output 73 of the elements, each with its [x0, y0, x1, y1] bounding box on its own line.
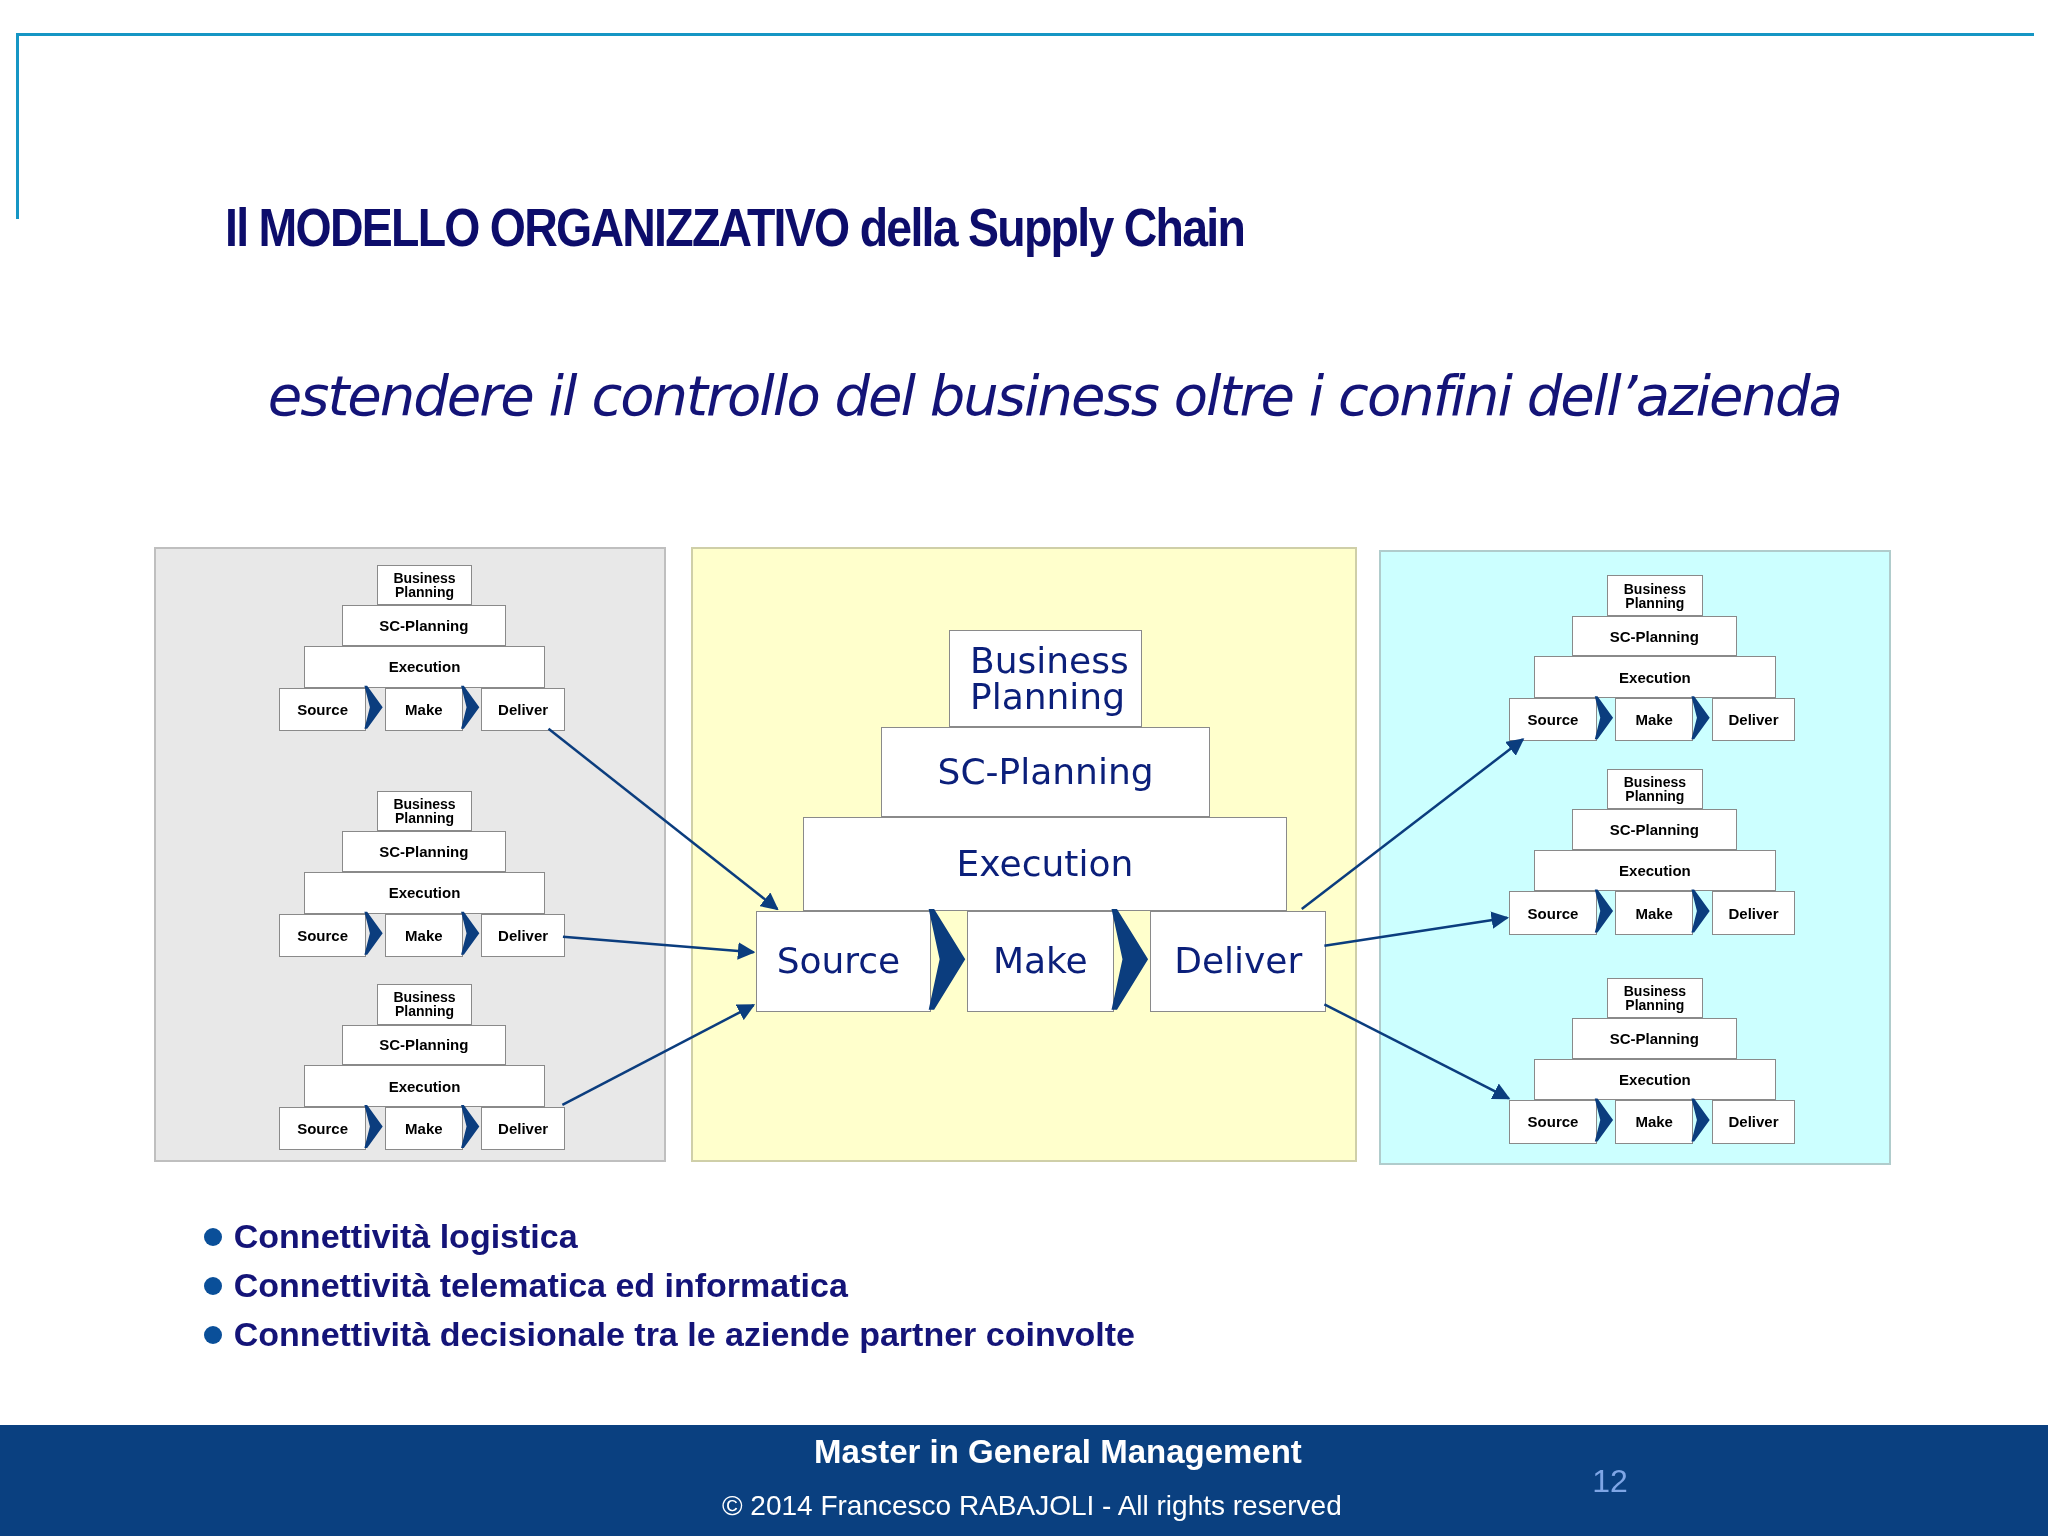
- planning-box: Business Planning: [376, 790, 473, 832]
- level-box: Execution: [303, 645, 546, 688]
- process-box: Make: [384, 913, 464, 957]
- planning-box: Business Planning: [1607, 977, 1703, 1019]
- process-box: Deliver: [481, 687, 565, 731]
- process-box: Deliver: [481, 913, 565, 957]
- bullet-text: Connettività logistica: [233, 1216, 578, 1256]
- chevron-arrow: [1594, 1098, 1614, 1142]
- process-box: Source: [278, 1106, 367, 1151]
- planning-box: Business Planning: [1607, 575, 1703, 616]
- process-box: Source: [278, 687, 367, 731]
- arrow: [561, 1003, 756, 1107]
- process-box: Deliver: [1711, 698, 1796, 742]
- process-box: Make: [1615, 1100, 1694, 1144]
- bullet-text: Connettività telematica ed informatica: [233, 1265, 848, 1305]
- chevron-arrow: [364, 685, 383, 729]
- planning-box: Business Planning: [376, 564, 473, 606]
- chevron-arrow: [928, 909, 966, 1010]
- arrow: [562, 935, 756, 960]
- chevron-arrow: [1594, 889, 1614, 933]
- panel-background: [690, 547, 1358, 1163]
- process-box: Make: [1615, 891, 1694, 935]
- process-box: Source: [1509, 891, 1597, 935]
- arrow: [547, 727, 779, 911]
- level-box: SC-Planning: [1571, 809, 1737, 850]
- process-box: Make: [967, 911, 1114, 1012]
- planning-box: Business Planning: [376, 984, 473, 1025]
- chevron-arrow: [1691, 889, 1710, 933]
- arrow: [1323, 1003, 1511, 1100]
- footer-heading: Master in General Management: [813, 1432, 1303, 1471]
- process-box: Source: [1509, 698, 1597, 742]
- level-box: Execution: [303, 1065, 546, 1107]
- level-box: SC-Planning: [341, 831, 507, 872]
- process-box: Deliver: [481, 1106, 565, 1151]
- process-box: Source: [755, 911, 931, 1012]
- arrow: [1324, 911, 1509, 948]
- chevron-arrow: [1691, 696, 1710, 740]
- process-box: Deliver: [1711, 891, 1796, 935]
- chevron-arrow: [1691, 1098, 1710, 1142]
- arrow: [1301, 738, 1525, 911]
- chevron-arrow: [364, 1105, 383, 1149]
- chevron-arrow: [364, 911, 383, 955]
- process-box: Source: [278, 913, 367, 957]
- planning-box: Business Planning: [948, 630, 1143, 727]
- level-box: SC-Planning: [1571, 615, 1737, 657]
- level-box: SC-Planning: [341, 605, 507, 646]
- planning-box: Business Planning: [1607, 768, 1703, 810]
- level-box: SC-Planning: [341, 1024, 507, 1066]
- page-number: 12: [1592, 1462, 1628, 1500]
- chevron-arrow: [1111, 909, 1149, 1010]
- chevron-arrow: [461, 911, 480, 955]
- process-box: Make: [384, 1106, 464, 1151]
- process-box: Deliver: [1711, 1100, 1796, 1144]
- level-box: Execution: [1534, 1058, 1776, 1101]
- bullet-text: Connettività decisionale tra le aziende partner coinvolte: [233, 1314, 1135, 1354]
- process-box: Make: [1615, 698, 1694, 742]
- process-box: Make: [384, 687, 464, 731]
- chevron-arrow: [1594, 696, 1614, 740]
- copyright-text: © 2014 Francesco RABAJOLI - All rights reserved: [720, 1490, 1343, 1523]
- panel-background: [1379, 549, 1892, 1166]
- slide-title: Il MODELLO ORGANIZZATIVO della Supply Chain: [224, 195, 1244, 258]
- level-box: SC-Planning: [1571, 1018, 1737, 1059]
- level-box: Execution: [1534, 656, 1776, 699]
- panel-background: [154, 547, 667, 1163]
- subtitle: estendere il controllo del business oltre i confini dell’azienda: [267, 363, 1841, 429]
- process-box: Source: [1509, 1100, 1597, 1144]
- level-box: Execution: [303, 871, 546, 914]
- process-box: Deliver: [1150, 911, 1327, 1012]
- level-box: Execution: [1534, 849, 1776, 892]
- chevron-arrow: [461, 1105, 480, 1149]
- chevron-arrow: [461, 685, 480, 729]
- level-box: SC-Planning: [881, 726, 1211, 817]
- level-box: Execution: [802, 817, 1288, 912]
